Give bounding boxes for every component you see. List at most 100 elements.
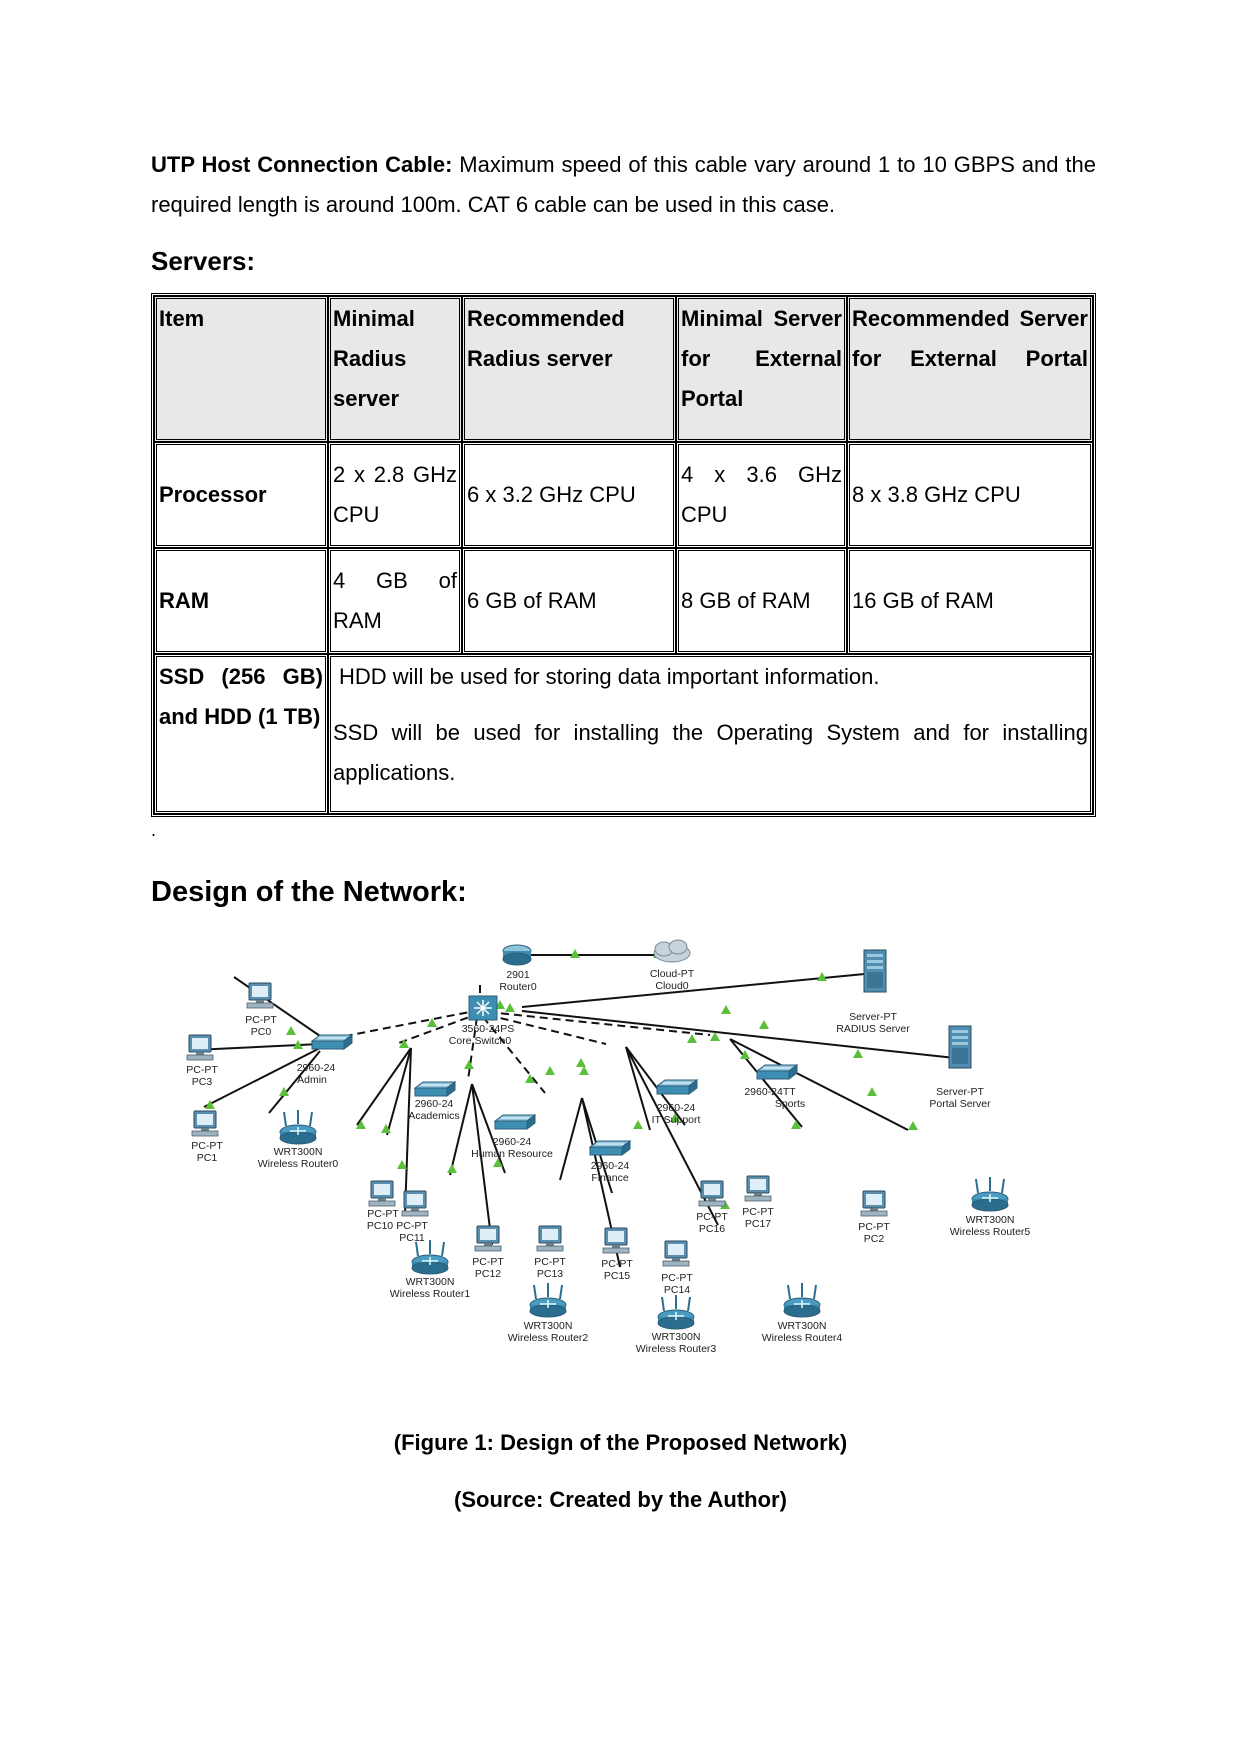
cell-storage-label: SSD (256 GB) and HDD (1 TB) <box>154 654 328 814</box>
cell-ram-min-portal: 8 GB of RAM <box>676 548 847 654</box>
table-header-row: Item Minimal Radius server Recommended R… <box>154 296 1093 442</box>
cell-processor-min-portal: 4 x 3.6 GHz CPU <box>676 442 847 548</box>
pc13-model: PC-PT <box>534 1256 566 1268</box>
servers-table: Item Minimal Radius server Recommended R… <box>151 293 1096 817</box>
pc10-name: PC10 <box>367 1220 393 1232</box>
header-rec-radius: Recommended Radius server <box>462 296 676 442</box>
header-item: Item <box>154 296 328 442</box>
switch-admin-icon <box>311 1034 353 1050</box>
switch-academics-model: 2960-24 <box>415 1098 454 1110</box>
pc14-name: PC14 <box>664 1284 690 1296</box>
network-diagram-svg: 2901 Router0 Cloud-PT Cloud0 3560-24PS C… <box>186 939 1030 1355</box>
pc2-icon <box>860 1190 888 1217</box>
stray-dot: . <box>151 820 157 840</box>
switch-finance-icon <box>589 1140 631 1156</box>
router-icon <box>502 944 532 966</box>
switch-sports-icon <box>756 1064 798 1080</box>
pc0-name: PC0 <box>251 1026 272 1038</box>
header-rec-portal: Recommended Server for External Portal <box>847 296 1093 442</box>
wr4-model: WRT300N <box>778 1320 827 1332</box>
pc3-name: PC3 <box>192 1076 213 1088</box>
header-min-portal: Minimal Server for External Portal <box>676 296 847 442</box>
wireless-router2-icon <box>529 1282 567 1318</box>
switch-hr-name: Human Resource <box>471 1148 553 1160</box>
wr4-name: Wireless Router4 <box>762 1332 843 1344</box>
pc11-name: PC11 <box>399 1232 425 1244</box>
table-row-ram: RAM 4 GB of RAM 6 GB of RAM 8 GB of RAM … <box>154 548 1093 654</box>
wireless-router0-icon <box>279 1109 317 1145</box>
pc1-icon <box>191 1110 219 1137</box>
router-name: Router0 <box>499 981 537 993</box>
servers-heading: Servers: <box>151 246 256 276</box>
cell-processor-label: Processor <box>154 442 328 548</box>
cloud-model: Cloud-PT <box>650 968 695 980</box>
switch-admin-name: Admin <box>297 1074 327 1086</box>
core-switch-model: 3560-24PS <box>462 1023 515 1035</box>
switch-hr-model: 2960-24 <box>493 1136 532 1148</box>
pc17-icon <box>744 1175 772 1202</box>
pc16-icon <box>698 1180 726 1207</box>
wr2-name: Wireless Router2 <box>508 1332 589 1344</box>
pc12-icon <box>474 1225 502 1252</box>
pc12-model: PC-PT <box>472 1256 504 1268</box>
intro-label: UTP Host Connection Cable: <box>151 152 453 177</box>
wr0-model: WRT300N <box>274 1146 323 1158</box>
pc11-icon <box>401 1190 429 1217</box>
storage-line-2: SSD will be used for installing the Oper… <box>333 720 1088 785</box>
router-model: 2901 <box>506 969 530 981</box>
wr3-name: Wireless Router3 <box>636 1343 717 1355</box>
switch-admin-model: 2960-24 <box>297 1062 336 1074</box>
intro-text: Maximum speed of this cable vary around … <box>151 152 1096 217</box>
figure-source: (Source: Created by the Author) <box>454 1487 787 1512</box>
cell-ram-label: RAM <box>154 548 328 654</box>
header-min-radius: Minimal Radius server <box>328 296 462 442</box>
switch-hr-icon <box>494 1114 536 1130</box>
pc10-model: PC-PT <box>367 1208 399 1220</box>
switch-sports-model: 2960-24TT <box>744 1086 796 1098</box>
pc11-model: PC-PT <box>396 1220 428 1232</box>
wireless-router1-icon <box>411 1239 449 1275</box>
pc15-name: PC15 <box>604 1270 630 1282</box>
pc3-icon <box>186 1034 214 1061</box>
wr1-name: Wireless Router1 <box>390 1288 471 1300</box>
table-row-processor: Processor 2 x 2.8 GHz CPU 6 x 3.2 GHz CP… <box>154 442 1093 548</box>
pc14-model: PC-PT <box>661 1272 693 1284</box>
pc1-model: PC-PT <box>191 1140 223 1152</box>
cell-processor-min-radius: 2 x 2.8 GHz CPU <box>328 442 462 548</box>
pc13-icon <box>536 1225 564 1252</box>
pc3-model: PC-PT <box>186 1064 218 1076</box>
pc2-model: PC-PT <box>858 1221 890 1233</box>
switch-finance-name: Finance <box>591 1172 629 1184</box>
dashed-links <box>329 985 711 1094</box>
network-diagram: 2901 Router0 Cloud-PT Cloud0 3560-24PS C… <box>180 935 1060 1390</box>
switch-academics-name: Academics <box>408 1110 459 1122</box>
cell-processor-rec-portal: 8 x 3.8 GHz CPU <box>847 442 1093 548</box>
pc12-name: PC12 <box>475 1268 501 1280</box>
pc15-icon <box>602 1227 630 1254</box>
wr0-name: Wireless Router0 <box>258 1158 339 1170</box>
portal-server-name: Portal Server <box>929 1098 991 1110</box>
intro-paragraph: UTP Host Connection Cable: Maximum speed… <box>151 145 1096 225</box>
wr3-model: WRT300N <box>652 1331 701 1343</box>
pc14-icon <box>662 1240 690 1267</box>
switch-academics-icon <box>414 1081 456 1097</box>
wireless-router4-icon <box>783 1282 821 1318</box>
wr5-model: WRT300N <box>966 1214 1015 1226</box>
cell-processor-rec-radius: 6 x 3.2 GHz CPU <box>462 442 676 548</box>
cell-ram-min-radius: 4 GB of RAM <box>328 548 462 654</box>
radius-server-icon <box>863 949 887 993</box>
pc16-model: PC-PT <box>696 1211 728 1223</box>
figure-caption: (Figure 1: Design of the Proposed Networ… <box>393 1430 848 1455</box>
pc10-icon <box>368 1180 396 1207</box>
wireless-router5-icon <box>971 1176 1009 1212</box>
wr1-model: WRT300N <box>406 1276 455 1288</box>
core-switch-icon <box>468 995 498 1021</box>
cell-ram-rec-radius: 6 GB of RAM <box>462 548 676 654</box>
storage-line-1: HDD will be used for storing data import… <box>339 664 880 689</box>
switch-finance-model: 2960-24 <box>591 1160 630 1172</box>
radius-server-name: RADIUS Server <box>836 1023 910 1035</box>
radius-server-model: Server-PT <box>849 1011 897 1023</box>
pc17-model: PC-PT <box>742 1206 774 1218</box>
solid-links <box>193 954 956 1268</box>
cell-storage-desc: HDD will be used for storing data import… <box>328 654 1093 814</box>
